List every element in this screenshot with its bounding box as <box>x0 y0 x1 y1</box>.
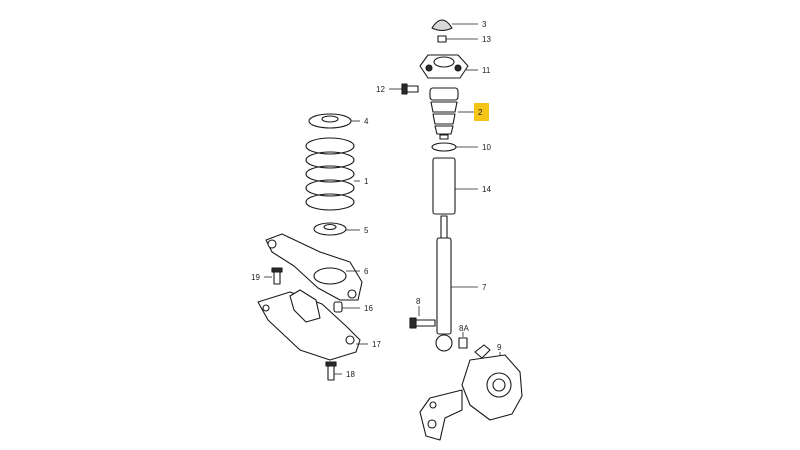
shock-lower-bolt[interactable] <box>409 317 436 329</box>
leader-lines <box>264 23 501 375</box>
callout-16: 16 <box>364 304 373 313</box>
callout-7: 7 <box>482 283 487 292</box>
strut-mount[interactable] <box>419 54 469 79</box>
lower-control-arm[interactable] <box>265 233 363 301</box>
callout-10: 10 <box>482 143 491 152</box>
callout-9: 9 <box>497 343 502 352</box>
callout-5: 5 <box>364 226 369 235</box>
wheel-bearing-housing[interactable] <box>419 344 523 441</box>
callout-8: 8 <box>416 297 421 306</box>
subframe-bolt[interactable] <box>325 361 337 381</box>
highlight-marker <box>474 103 489 121</box>
strut-cap[interactable] <box>431 19 453 32</box>
upper-spring-seat[interactable] <box>308 113 352 129</box>
callout-1: 1 <box>364 177 369 186</box>
callout-11: 11 <box>482 66 491 75</box>
shock-absorber[interactable] <box>435 215 453 352</box>
callout-labels: 3 13 11 12 2 10 14 7 8 8A 9 4 1 5 6 19 1… <box>251 20 502 379</box>
callout-13: 13 <box>482 35 491 44</box>
arm-bolt[interactable] <box>271 267 283 285</box>
bump-stop[interactable] <box>429 87 459 140</box>
callout-18: 18 <box>346 370 355 379</box>
lower-spring-seat[interactable] <box>313 222 347 236</box>
callout-8a: 8A <box>459 324 469 333</box>
dust-cap-washer[interactable] <box>431 142 457 152</box>
callout-17: 17 <box>372 340 381 349</box>
callout-2: 2 <box>478 108 483 117</box>
callout-12: 12 <box>376 85 385 94</box>
callout-6: 6 <box>364 267 369 276</box>
callout-4: 4 <box>364 117 369 126</box>
strut-nut[interactable] <box>437 35 447 43</box>
callout-14: 14 <box>482 185 491 194</box>
coil-spring[interactable] <box>305 137 355 211</box>
callout-19: 19 <box>251 273 260 282</box>
protective-sleeve[interactable] <box>432 157 456 215</box>
subframe-crossmember[interactable] <box>257 289 361 361</box>
bushing[interactable] <box>333 301 343 313</box>
shock-lower-nut[interactable] <box>458 337 468 349</box>
callout-3: 3 <box>482 20 487 29</box>
mount-bolt[interactable] <box>401 83 419 95</box>
